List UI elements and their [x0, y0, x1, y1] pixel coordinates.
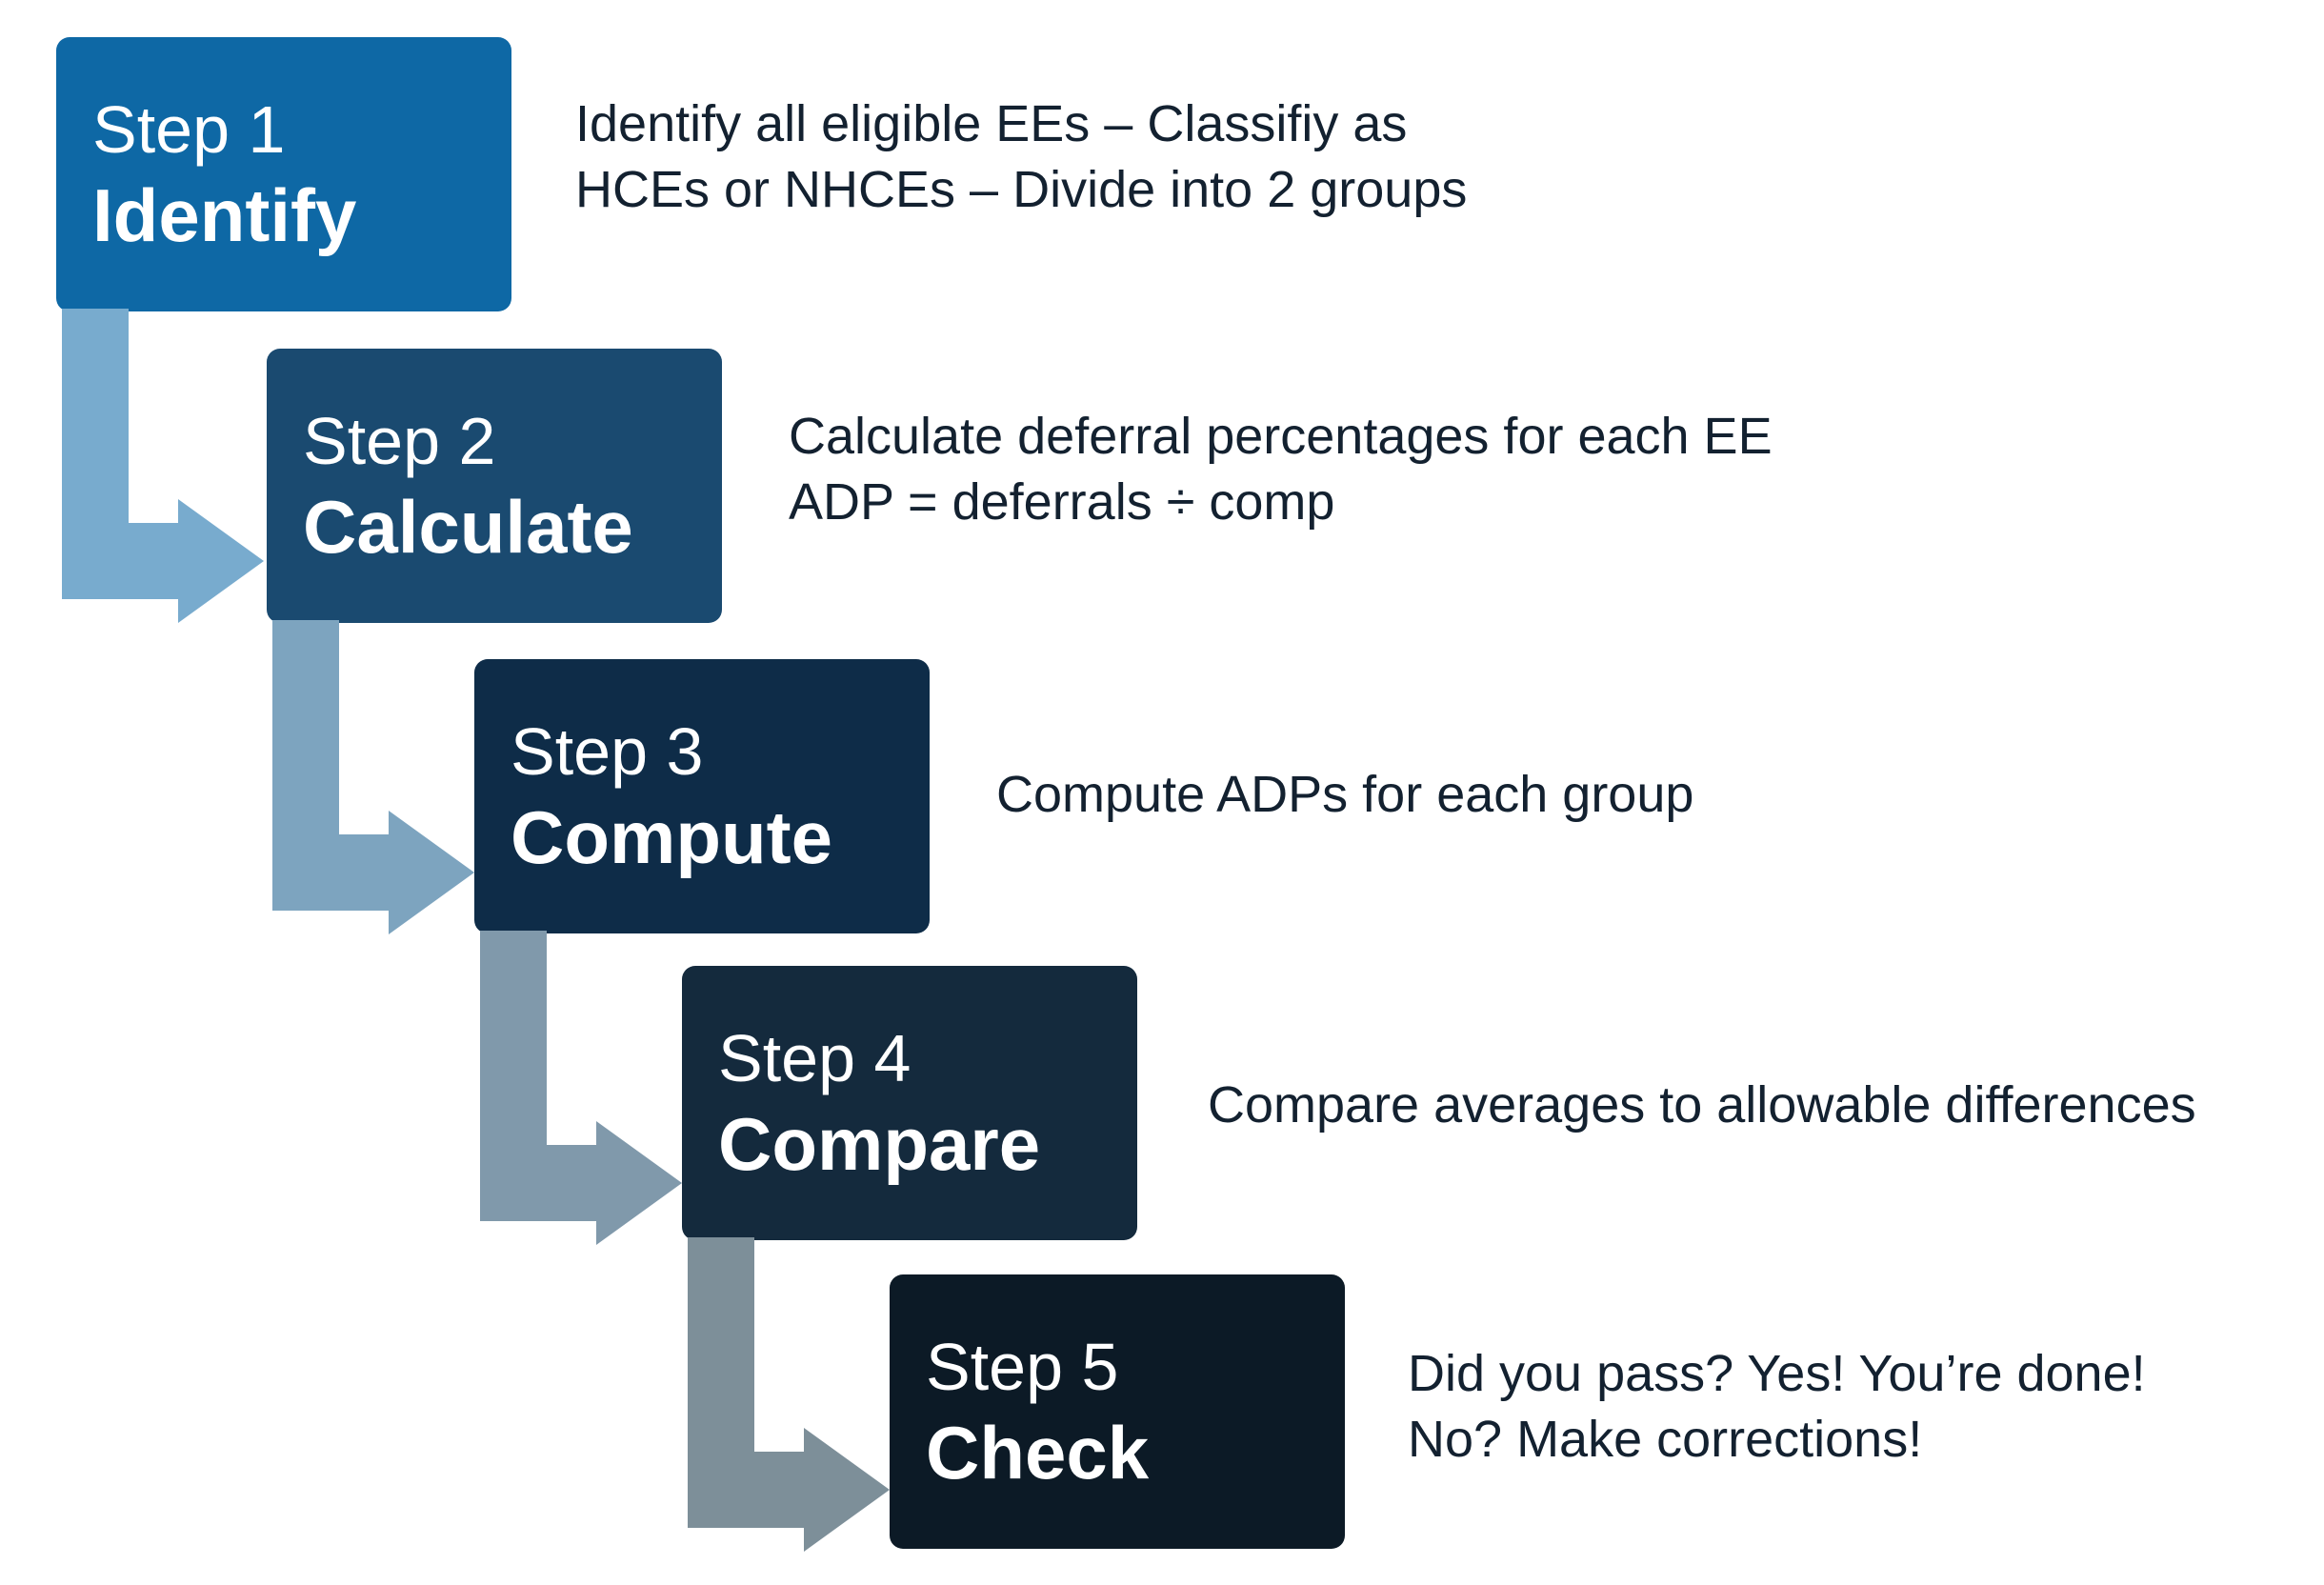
step-description-calculate: Calculate deferral percentages for each … — [789, 404, 1773, 535]
description-line: No? Make corrections! — [1408, 1411, 1923, 1468]
step-name: Compute — [511, 795, 832, 879]
description-line: HCEs or NHCEs – Divide into 2 groups — [575, 161, 1468, 218]
step-label: Step 5 — [926, 1330, 1119, 1404]
elbow-arrow-icon — [688, 1237, 890, 1552]
step-name: Compare — [718, 1102, 1041, 1186]
step-box-compute: Step 3 Compute — [474, 659, 930, 933]
step-label: Step 1 — [92, 92, 286, 167]
description-line: Compare averages to allowable difference… — [1208, 1076, 2196, 1134]
description-line: Compute ADPs for each group — [996, 766, 1694, 823]
flow-arrow-step2-to-step3 — [272, 620, 474, 934]
step-label: Step 3 — [511, 714, 704, 789]
step-box-check: Step 5 Check — [890, 1274, 1345, 1549]
step-description-compare: Compare averages to allowable difference… — [1208, 1073, 2196, 1138]
elbow-arrow-icon — [272, 620, 474, 934]
step-box-identify: Step 1 Identify — [56, 37, 511, 311]
flow-arrow-step3-to-step4 — [480, 931, 682, 1245]
step-description-identify: Identify all eligible EEs – Classifiy as… — [575, 91, 1467, 223]
description-line: ADP = deferrals ÷ comp — [789, 473, 1335, 531]
elbow-arrow-icon — [480, 931, 682, 1245]
step-description-check: Did you pass? Yes! You’re done! No? Make… — [1408, 1341, 2146, 1473]
step-label: Step 4 — [718, 1021, 912, 1095]
step-name: Calculate — [303, 485, 633, 569]
description-line: Did you pass? Yes! You’re done! — [1408, 1345, 2146, 1402]
step-label: Step 2 — [303, 404, 496, 478]
step-name: Identify — [92, 173, 357, 257]
flow-arrow-step1-to-step2 — [62, 309, 264, 623]
step-description-compute: Compute ADPs for each group — [996, 762, 1693, 828]
description-line: Identify all eligible EEs – Classifiy as — [575, 95, 1408, 152]
flow-arrow-step4-to-step5 — [688, 1237, 890, 1552]
step-box-compare: Step 4 Compare — [682, 966, 1137, 1240]
elbow-arrow-icon — [62, 309, 264, 623]
step-box-calculate: Step 2 Calculate — [267, 349, 722, 623]
description-line: Calculate deferral percentages for each … — [789, 408, 1773, 465]
step-name: Check — [926, 1411, 1150, 1495]
